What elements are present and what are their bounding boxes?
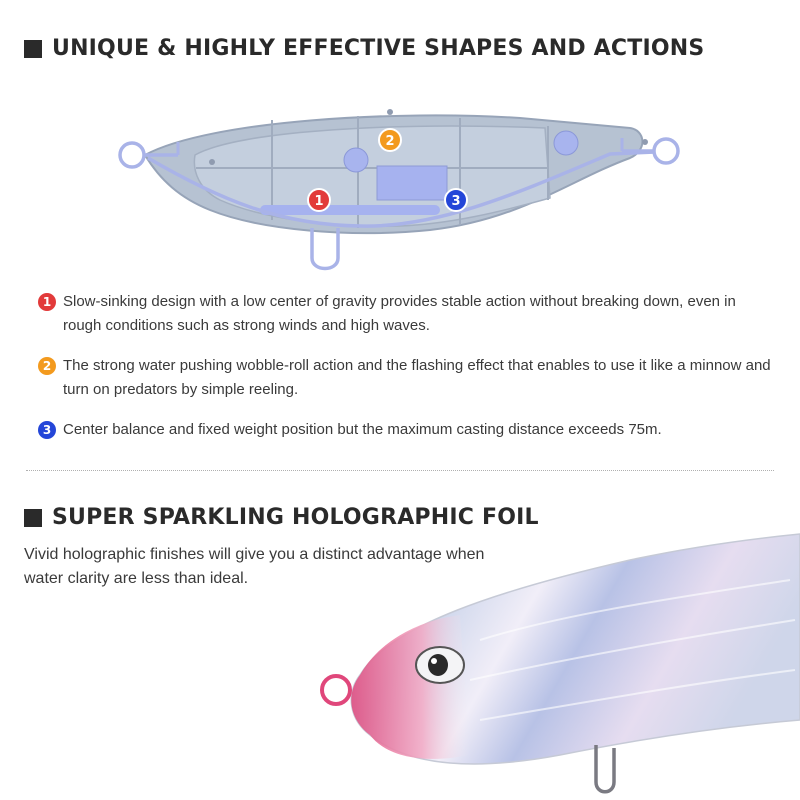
lure-internal-diagram: 1 2 3	[118, 109, 680, 271]
feature-item-1: 1 Slow-sinking design with a low center …	[38, 290, 778, 338]
diagram-marker-3: 3	[444, 188, 468, 212]
belly-hook-hanger	[310, 228, 340, 271]
through-wire	[147, 150, 656, 228]
foil-description: Vivid holographic finishes will give you…	[24, 546, 485, 587]
title-square-icon	[24, 39, 42, 58]
bottom-weight-bar	[260, 205, 440, 215]
title-square-icon	[24, 508, 42, 527]
line-tie-ring	[320, 674, 352, 706]
feature-item-2: 2 The strong water pushing wobble-roll a…	[38, 354, 778, 402]
svg-text:2: 2	[385, 134, 394, 149]
svg-text:1: 1	[314, 194, 323, 209]
holographic-lure-image	[320, 533, 800, 794]
lure-ribs	[196, 116, 549, 228]
section-title-text: SUPER SPARKLING HOLOGRAPHIC FOIL	[52, 505, 539, 530]
lure-eye-icon	[415, 646, 465, 684]
diagram-marker-1: 1	[307, 188, 331, 212]
section-title-shapes-actions: UNIQUE & HIGHLY EFFECTIVE SHAPES AND ACT…	[24, 36, 704, 61]
belly-hook-ring	[594, 745, 616, 794]
feature-number-badge: 2	[38, 357, 56, 375]
rear-hook-ring	[652, 137, 680, 165]
weight-chamber	[376, 165, 448, 201]
weight-ball-rear	[553, 130, 579, 156]
weight-ball-center	[343, 147, 369, 173]
section-divider	[26, 470, 774, 471]
feature-text: Slow-sinking design with a low center of…	[63, 293, 736, 334]
feature-text: The strong water pushing wobble-roll act…	[63, 357, 771, 398]
line-tie-ring	[118, 141, 146, 169]
section-title-text: UNIQUE & HIGHLY EFFECTIVE SHAPES AND ACT…	[52, 36, 705, 61]
section-title-holographic-foil: SUPER SPARKLING HOLOGRAPHIC FOIL	[24, 505, 539, 530]
feature-item-3: 3 Center balance and fixed weight positi…	[38, 418, 778, 442]
diagram-marker-2: 2	[378, 128, 402, 152]
feature-list: 1 Slow-sinking design with a low center …	[38, 290, 778, 458]
svg-text:3: 3	[451, 194, 460, 209]
lure-pink-head	[351, 615, 470, 759]
feature-text: Center balance and fixed weight position…	[63, 421, 662, 438]
feature-number-badge: 1	[38, 293, 56, 311]
holo-streaks	[469, 579, 796, 721]
feature-number-badge: 3	[38, 421, 56, 439]
